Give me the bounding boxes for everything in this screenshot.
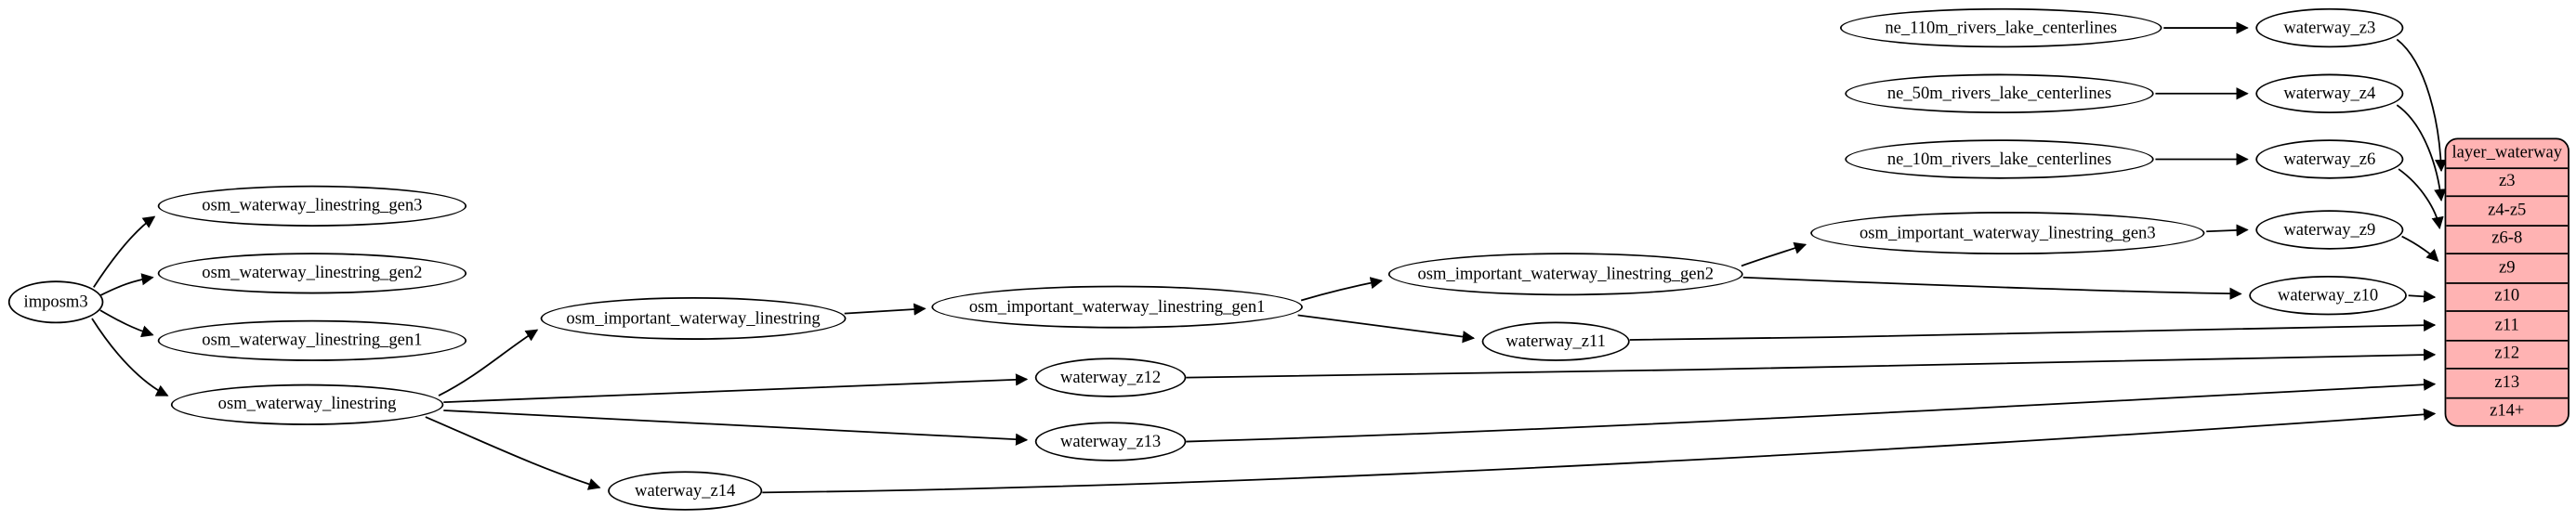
- edge-wz11-row-z11: [1629, 318, 2437, 341]
- node-label: osm_important_waterway_linestring_gen1: [968, 297, 1266, 317]
- node-ne-10m-rivers-lake-centerlines: ne_10m_rivers_lake_centerlines: [1845, 139, 2154, 179]
- layer-row-z6-8: z6-8: [2446, 224, 2569, 253]
- node-osm-waterway-linestring-gen3: osm_waterway_linestring_gen3: [157, 185, 467, 227]
- node-label: osm_important_waterway_linestring_gen3: [1860, 224, 2156, 242]
- edge-imposm3-linestring: [91, 318, 169, 396]
- edge-wz14-row-z14: [762, 408, 2437, 494]
- node-osm-waterway-linestring: osm_waterway_linestring: [170, 384, 444, 425]
- node-label: waterway_z4: [2283, 84, 2376, 103]
- node-osm-important-waterway-linestring-gen3: osm_important_waterway_linestring_gen3: [1810, 212, 2205, 255]
- node-imposm3-label: imposm3: [23, 292, 88, 312]
- edge-igen2-wz10: [1742, 276, 2242, 300]
- node-label: osm_waterway_linestring: [217, 396, 397, 414]
- edge-wz10-row-z10: [2408, 290, 2437, 303]
- edge-imposm3-gen3: [93, 215, 156, 288]
- edge-imposm3-gen2: [99, 273, 154, 297]
- edge-linestring-wz13: [443, 410, 1029, 446]
- edge-wz4-row-z4z5: [2396, 104, 2447, 202]
- layer-row-z14plus: z14+: [2446, 396, 2569, 425]
- node-waterway-z4: waterway_z4: [2255, 73, 2404, 113]
- edge-igen1-wz11: [1297, 314, 1476, 344]
- node-label: osm_important_waterway_linestring_gen2: [1417, 265, 1715, 283]
- node-label: waterway_z13: [1059, 432, 1162, 451]
- node-label: waterway_z6: [2283, 150, 2376, 169]
- node-label: waterway_z10: [2277, 286, 2379, 305]
- edge-linestring-wz12: [443, 373, 1029, 404]
- node-label: ne_50m_rivers_lake_centerlines: [1886, 84, 2112, 103]
- node-waterway-z12: waterway_z12: [1034, 358, 1187, 397]
- node-label: osm_waterway_linestring_gen1: [202, 332, 423, 350]
- node-waterway-z11: waterway_z11: [1481, 321, 1630, 361]
- node-label: osm_waterway_linestring_gen2: [202, 264, 423, 283]
- node-ne-110m-rivers-lake-centerlines: ne_110m_rivers_lake_centerlines: [1840, 7, 2162, 48]
- layer-row-z11: z11: [2446, 310, 2569, 339]
- edge-wz12-row-z12: [1186, 348, 2437, 379]
- node-label: waterway_z12: [1059, 368, 1162, 387]
- node-label: waterway_z11: [1505, 332, 1606, 351]
- edge-wz9-row-z9: [2401, 235, 2439, 263]
- node-osm-important-waterway-linestring-gen1: osm_important_waterway_linestring_gen1: [931, 285, 1303, 329]
- node-waterway-z14: waterway_z14: [608, 471, 763, 511]
- edge-wz3-row-z3: [2396, 38, 2448, 173]
- layer-row-z9: z9: [2446, 253, 2569, 281]
- node-waterway-z3: waterway_z3: [2255, 7, 2404, 48]
- layer-waterway-header: layer_waterway: [2451, 144, 2563, 162]
- node-waterway-z10: waterway_z10: [2249, 276, 2407, 316]
- node-waterway-z6: waterway_z6: [2255, 139, 2404, 179]
- layer-row-z3: z3: [2446, 166, 2569, 195]
- node-label: osm_waterway_linestring_gen3: [202, 197, 423, 215]
- edge-wz13-row-z13: [1186, 378, 2437, 443]
- node-label: ne_10m_rivers_lake_centerlines: [1886, 150, 2112, 169]
- node-osm-waterway-linestring-gen2: osm_waterway_linestring_gen2: [157, 253, 467, 294]
- node-waterway-z9: waterway_z9: [2255, 210, 2404, 250]
- edge-wz6-row-z68: [2398, 168, 2444, 230]
- node-label: osm_important_waterway_linestring: [566, 309, 821, 328]
- edge-linestring-important: [438, 329, 539, 396]
- node-ne-50m-rivers-lake-centerlines: ne_50m_rivers_lake_centerlines: [1845, 73, 2154, 113]
- layer-row-z13: z13: [2446, 368, 2569, 396]
- edge-igen2-igen3: [1741, 241, 1807, 267]
- edge-igen3-wz9: [2206, 224, 2249, 237]
- node-imposm3: imposm3: [7, 280, 104, 324]
- node-label: waterway_z3: [2283, 19, 2376, 37]
- layer-waterway-table: layer_waterway z3 z4-z5 z6-8 z9 z10 z11 …: [2444, 137, 2569, 427]
- node-osm-important-waterway-linestring: osm_important_waterway_linestring: [540, 296, 847, 340]
- edge-important-igen1: [844, 303, 927, 316]
- edge-igen1-igen2: [1300, 277, 1384, 302]
- node-waterway-z13: waterway_z13: [1034, 422, 1187, 462]
- node-label: ne_110m_rivers_lake_centerlines: [1885, 19, 2118, 37]
- layer-row-z12: z12: [2446, 339, 2569, 368]
- layer-row-z10: z10: [2446, 281, 2569, 310]
- node-label: waterway_z9: [2283, 220, 2376, 240]
- node-osm-important-waterway-linestring-gen2: osm_important_waterway_linestring_gen2: [1387, 253, 1743, 296]
- node-osm-waterway-linestring-gen1: osm_waterway_linestring_gen1: [157, 319, 467, 361]
- node-label: waterway_z14: [635, 481, 736, 500]
- edge-imposm3-gen1: [99, 309, 154, 338]
- edge-linestring-wz14: [425, 416, 601, 490]
- layer-row-z4-z5: z4-z5: [2446, 195, 2569, 224]
